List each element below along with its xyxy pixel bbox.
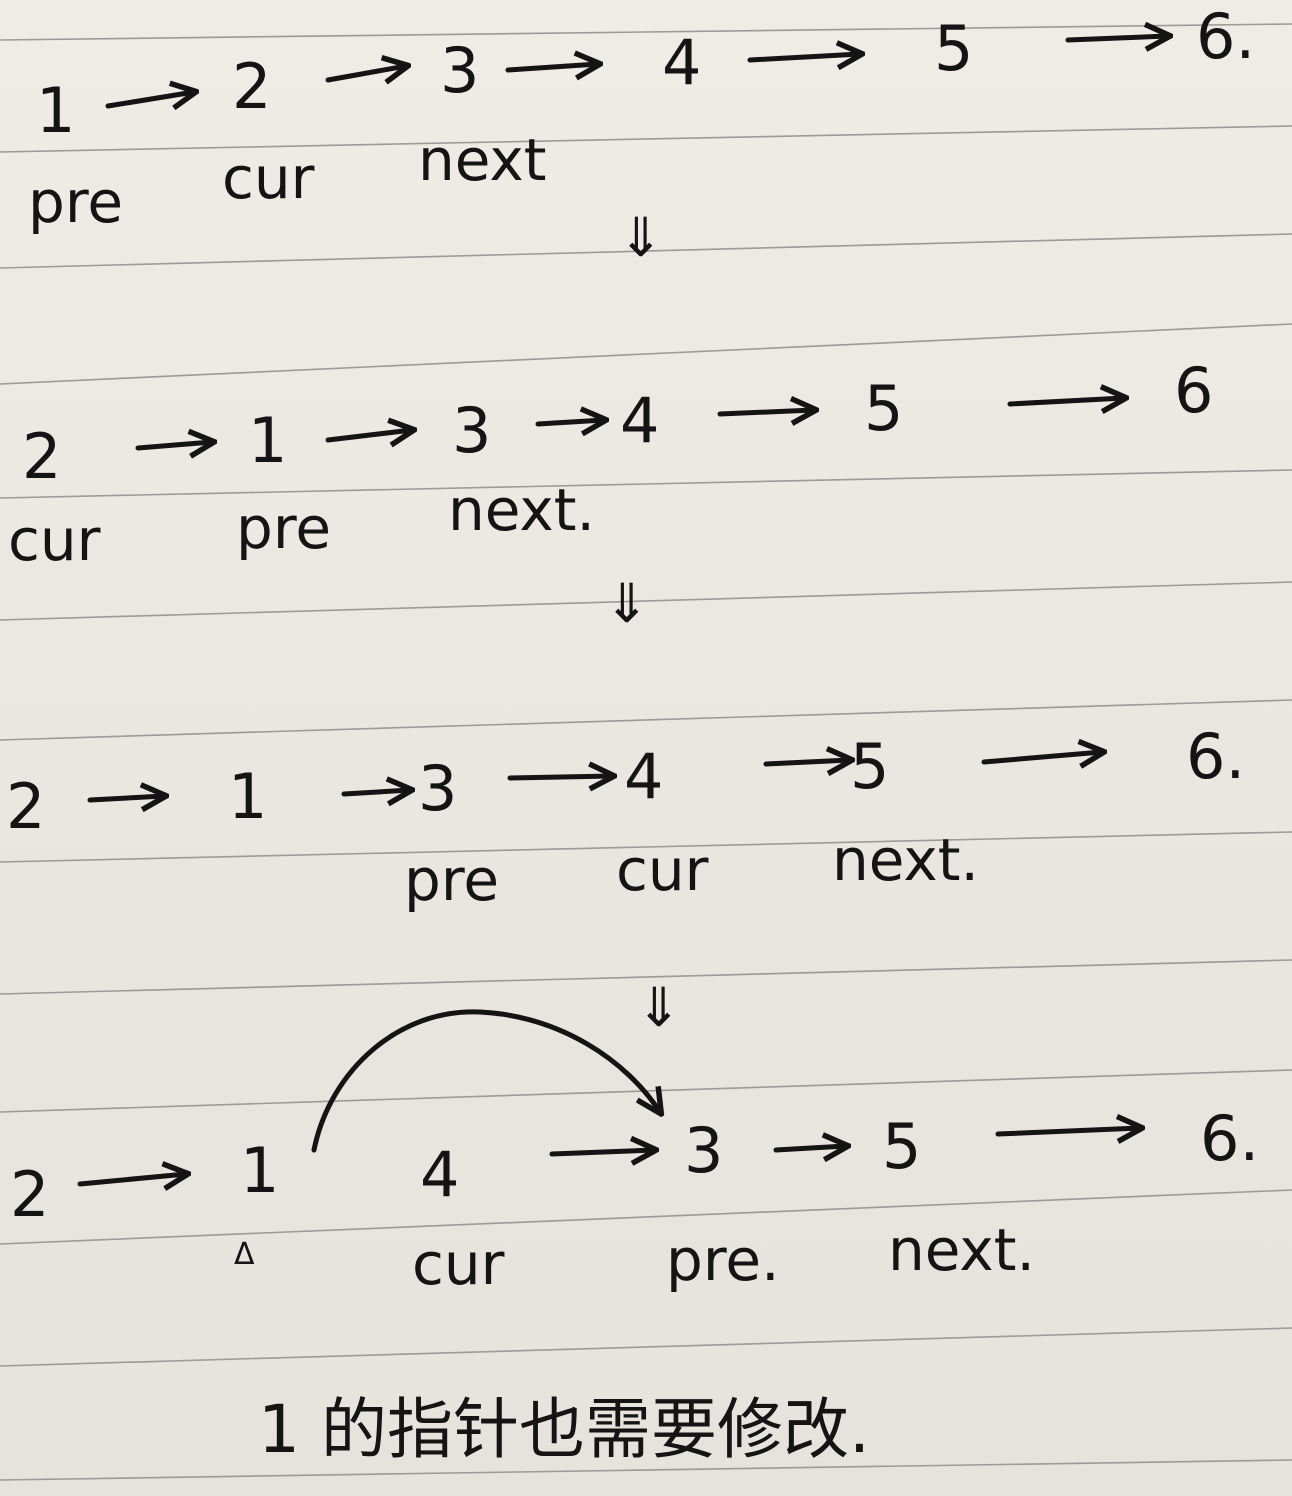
next-arrow — [995, 1128, 1140, 1134]
node: 3 — [440, 34, 479, 107]
change-marker-icon: Δ — [234, 1237, 255, 1272]
next-arrow — [325, 430, 412, 440]
next-arrow — [717, 410, 814, 414]
node: 3 — [418, 752, 457, 825]
next-arrow — [747, 54, 860, 60]
node: 4 — [620, 384, 659, 457]
transition-arrow-icon: ⇓ — [618, 206, 663, 269]
node: 4 — [420, 1138, 459, 1211]
next-arrow — [1007, 398, 1124, 404]
node: 2 — [232, 50, 271, 123]
node: 1 — [36, 74, 75, 147]
pointer-label: cur — [8, 506, 101, 574]
next-arrow — [341, 790, 410, 794]
next-arrow — [105, 92, 194, 106]
node: 1 — [240, 1134, 279, 1207]
next-arrow — [87, 796, 164, 800]
next-arrow — [507, 776, 612, 778]
node: 5 — [850, 730, 889, 803]
transition-arrow-icon: ⇓ — [604, 572, 649, 635]
list-row-1: 1 2 3 4 5 6. pre cur next — [28, 0, 1255, 236]
node: 5 — [934, 12, 973, 85]
node: 4 — [624, 740, 663, 813]
pointer-label: cur — [222, 144, 315, 212]
node: 6. — [1186, 720, 1245, 793]
node: 1 — [228, 760, 267, 833]
rewired-pointer-arrow — [311, 1009, 660, 1153]
next-arrow — [773, 1146, 846, 1150]
node: 1 — [248, 404, 287, 477]
ruled-lines — [0, 23, 1292, 1481]
node: 6. — [1200, 1102, 1259, 1175]
next-arrow — [535, 420, 604, 424]
handwritten-note: 1 的指针也需要修改. — [258, 1391, 870, 1468]
next-arrow — [505, 64, 598, 70]
next-arrow — [135, 442, 212, 448]
next-arrow — [549, 1150, 654, 1154]
pointer-label: pre — [236, 494, 331, 562]
node: 5 — [882, 1110, 921, 1183]
node: 3 — [684, 1114, 723, 1187]
node: 4 — [662, 26, 701, 99]
list-row-3: 2 1 3 4 5 6. pre cur next. — [6, 720, 1245, 914]
list-row-2: 2 1 3 4 5 6 cur pre next. — [8, 354, 1213, 574]
next-arrow — [325, 66, 406, 80]
pointer-label: next — [418, 126, 547, 194]
pointer-label: pre — [28, 168, 123, 236]
next-arrow — [981, 752, 1102, 762]
node: 2 — [22, 420, 61, 493]
node: 3 — [452, 394, 491, 467]
transition-arrow-icon: ⇓ — [636, 976, 681, 1039]
node: 2 — [10, 1158, 49, 1231]
next-arrow — [1065, 36, 1168, 40]
pointer-label: cur — [616, 836, 709, 904]
pointer-label: next. — [888, 1216, 1035, 1284]
pointer-label: pre. — [666, 1226, 780, 1294]
node: 6 — [1174, 354, 1213, 427]
list-row-4: 2 1 4 3 5 6. Δ cur pre. next. — [10, 1009, 1259, 1298]
node: 2 — [6, 770, 45, 843]
pointer-label: pre — [404, 846, 499, 914]
next-arrow — [77, 1174, 186, 1184]
node: 6. — [1196, 0, 1255, 73]
pointer-label: cur — [412, 1230, 505, 1298]
node: 5 — [864, 372, 903, 445]
pointer-label: next. — [832, 826, 979, 894]
next-arrow — [763, 760, 850, 764]
pointer-label: next. — [448, 476, 595, 544]
